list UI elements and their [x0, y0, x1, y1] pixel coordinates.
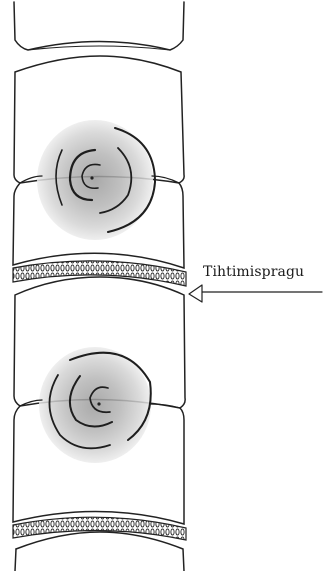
cell-bottom [15, 532, 184, 571]
compression-crack-upper [13, 261, 186, 286]
pit-upper [20, 120, 179, 240]
pit-lower [20, 347, 180, 463]
annotation-arrow [189, 285, 322, 302]
cell-top [14, 2, 184, 50]
annotation-label: Tihtimispragu [203, 264, 304, 280]
compression-crack-lower [13, 517, 186, 540]
